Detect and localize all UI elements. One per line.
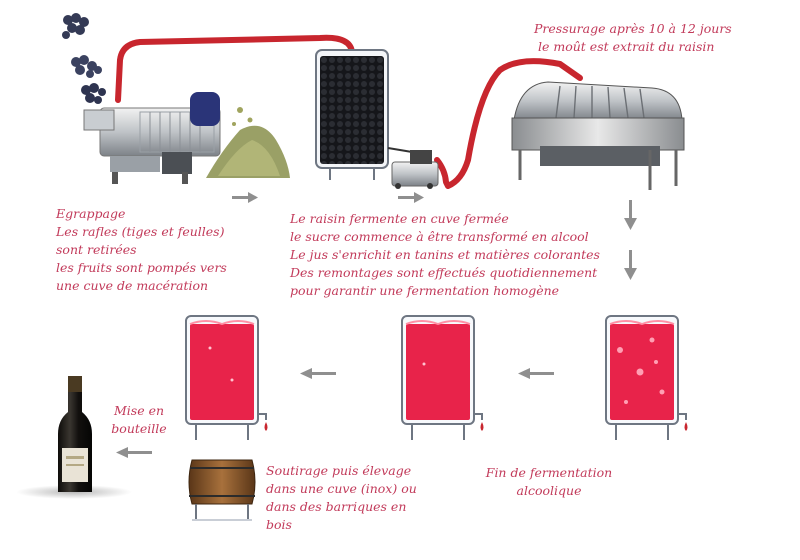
caption-line: Le raisin fermente en cuve fermée (290, 211, 509, 226)
caption-line: Mise en (113, 403, 165, 418)
destemmer-machine-icon (83, 92, 221, 184)
barrel-icon (188, 459, 256, 521)
grape-cluster-icon (62, 13, 106, 104)
caption-line: Des remontages sont effectués quotidienn… (290, 265, 598, 280)
flow-arrow-icon (624, 200, 637, 230)
wine-press-icon (511, 81, 685, 190)
caption-line: bouteille (111, 421, 167, 436)
stem-pile-icon (206, 107, 290, 178)
flow-arrow-icon (398, 192, 424, 203)
caption-line: pour garantir une fermentation homogène (290, 283, 560, 298)
caption-line: dans des barriques en (266, 499, 407, 514)
closed-fermentation-tank-icon (315, 49, 413, 180)
caption-line: dans une cuve (inox) ou (266, 481, 417, 496)
caption-pressurage: Pressurage après 10 à 12 jours le moût e… (534, 20, 732, 56)
caption-line: Les rafles (tiges et feulles) (56, 224, 225, 239)
flow-arrow-icon (624, 250, 637, 280)
caption-line: les fruits sont pompés vers (56, 260, 227, 275)
wine-tank-icon (605, 315, 688, 440)
pump-icon (391, 150, 439, 189)
caption-soutirage: Soutirage puis élevage dans une cuve (in… (266, 462, 417, 534)
caption-line: le moût est extrait du raisin (538, 39, 715, 54)
caption-mise-en-bouteille: Mise en bouteille (104, 402, 174, 438)
caption-line: une cuve de macération (56, 278, 209, 293)
caption-line: Soutirage puis élevage (266, 463, 412, 478)
flow-arrow-icon (300, 368, 336, 379)
caption-line: sont retirées (56, 242, 137, 257)
caption-egrappage: Egrappage Les rafles (tiges et feulles) … (56, 205, 227, 295)
caption-line: alcoolique (516, 483, 582, 498)
wine-tank-icon (401, 315, 484, 440)
flow-arrow-icon (518, 368, 554, 379)
caption-line: Pressurage après 10 à 12 jours (534, 21, 732, 36)
transfer-pipe-icon (115, 34, 355, 103)
transfer-pipe-icon (434, 58, 583, 189)
caption-line: le sucre commence à être transformé en a… (290, 229, 589, 244)
caption-line: Fin de fermentation (485, 465, 613, 480)
flow-arrow-icon (232, 192, 258, 203)
caption-line: Egrappage (56, 206, 126, 221)
flow-arrow-icon (116, 447, 152, 458)
caption-line: bois (266, 517, 292, 532)
caption-fermentation: Le raisin fermente en cuve fermée le suc… (290, 210, 600, 300)
caption-fin-fermentation: Fin de fermentation alcoolique (484, 464, 614, 500)
wine-bottle-icon (16, 376, 132, 499)
wine-tank-icon (185, 315, 268, 440)
caption-line: Le jus s'enrichit en tanins et matières … (290, 247, 600, 262)
